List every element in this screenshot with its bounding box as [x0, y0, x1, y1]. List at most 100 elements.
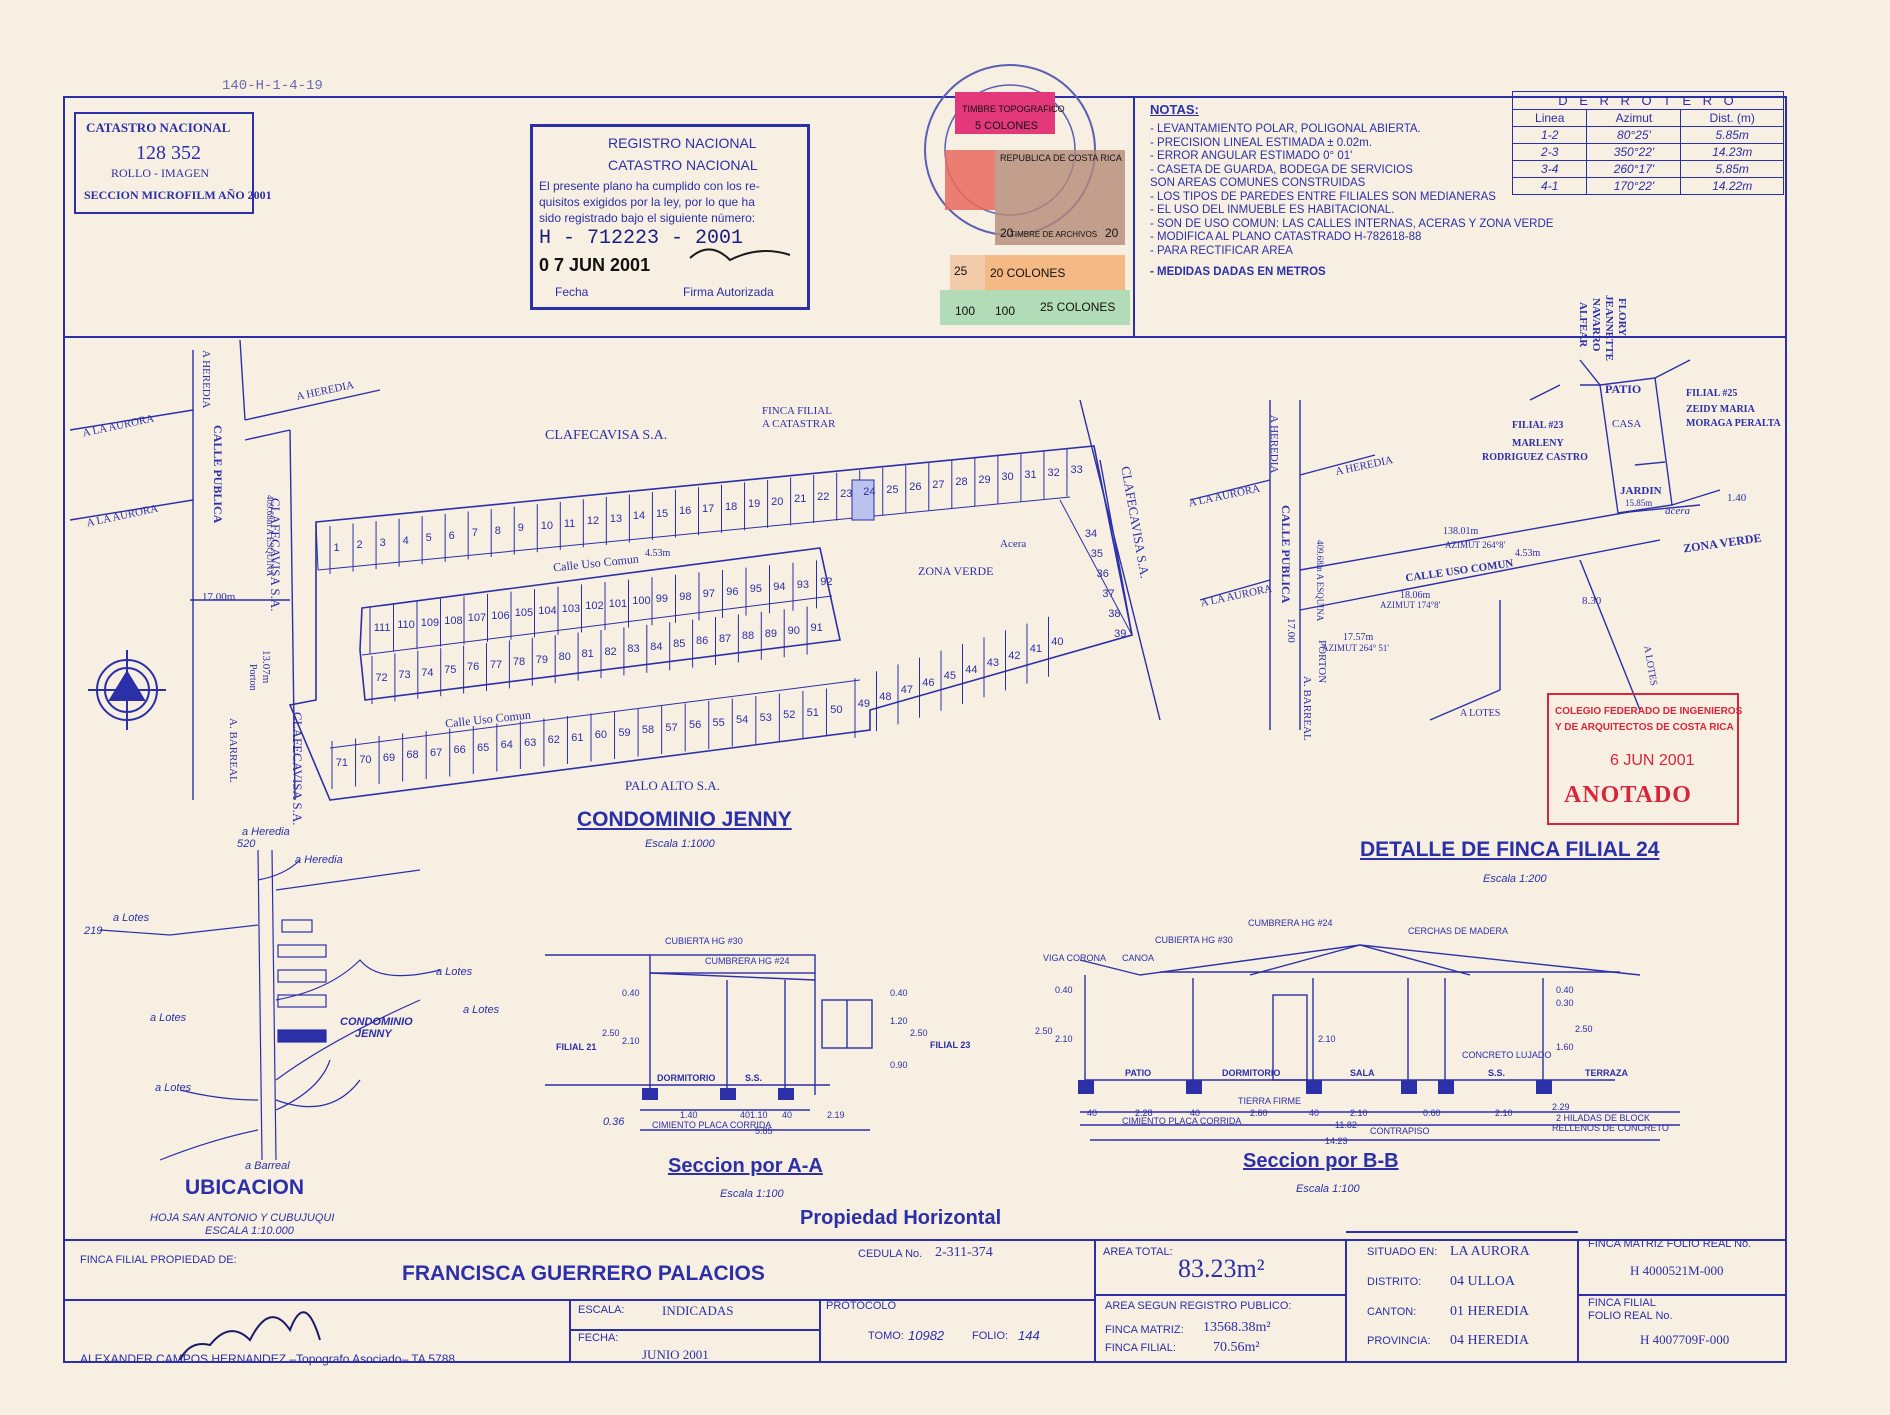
timbre-red	[945, 150, 995, 210]
registro-nacional-stamp: REGISTRO NACIONAL CATASTRO NACIONAL El p…	[530, 124, 810, 310]
lot-number: 39	[1114, 628, 1127, 640]
label-palo-alto: PALO ALTO S.A.	[625, 778, 720, 793]
lot-number: 58	[641, 724, 655, 737]
finca-filial-label: FINCA FILIAL PROPIEDAD DE:	[80, 1254, 237, 1266]
lot-number: 35	[1090, 548, 1103, 560]
lot-number: 17	[702, 503, 715, 515]
lot-number: 24	[863, 486, 876, 499]
lot-number: 97	[702, 588, 715, 601]
lot-number: 108	[444, 614, 463, 627]
lot-number: 12	[586, 515, 600, 528]
lot-number: 49	[857, 697, 870, 710]
lot-number: 56	[688, 719, 702, 732]
lot-number: 85	[673, 637, 686, 650]
finca-filial-24-highlight	[851, 479, 875, 521]
colegio-stamp: COLEGIO FEDERADO DE INGENIEROS	[1555, 706, 1743, 717]
label-clafecavisa-left2: CLAFECAVISA S.A.	[290, 712, 305, 826]
colegio-stamp-border	[1547, 693, 1739, 825]
lot-number: 72	[375, 671, 388, 684]
detalle-drawing	[1189, 359, 1721, 730]
lot-number: 20	[771, 495, 784, 508]
lot-number: 78	[512, 656, 526, 669]
lot-number: 59	[618, 726, 631, 739]
lot-number: 84	[650, 640, 663, 653]
derrotero-cell: 80°25'	[1586, 126, 1682, 144]
lot-number: 73	[398, 669, 411, 682]
derrotero-cell: 5.85m	[1680, 126, 1784, 144]
derrotero-cell: 260°17'	[1586, 160, 1682, 178]
derrotero-header: Dist. (m)	[1680, 109, 1784, 127]
lot-number: 47	[900, 684, 913, 696]
lot-number: 55	[712, 716, 725, 729]
derrotero-cell: 4-1	[1511, 177, 1588, 195]
lot-number: 40	[1051, 636, 1064, 649]
timbre-topografico	[955, 92, 1055, 134]
lot-number: 36	[1096, 568, 1109, 580]
lot-number: 31	[1024, 469, 1037, 482]
lot-number: 13	[609, 512, 623, 525]
lot-number: 18	[725, 500, 738, 513]
nota-item: - SON DE USO COMUN: LAS CALLES INTERNAS,…	[1150, 217, 1554, 230]
ubicacion-map	[99, 849, 441, 1161]
nota-item: - EL USO DEL INMUEBLE ES HABITACIONAL.	[1150, 204, 1395, 216]
lot-number: 63	[524, 736, 537, 749]
condominio-title: CONDOMINIO JENNY	[577, 808, 792, 831]
north-arrow-icon	[88, 650, 166, 730]
lot-number: 5	[425, 532, 432, 545]
derrotero-cell: 14.23m	[1680, 143, 1784, 161]
lot-number: 3	[379, 536, 386, 549]
lot-number: 1	[333, 541, 340, 554]
nota-item: SON AREAS COMUNES CONSTRUIDAS	[1150, 177, 1366, 189]
lot-number: 91	[810, 622, 823, 635]
derrotero-cell: 2-3	[1511, 143, 1588, 161]
timbre-archivos	[995, 150, 1125, 245]
derrotero-cell: 170°22'	[1586, 177, 1682, 195]
lot-number: 100	[632, 595, 651, 608]
lot-number: 61	[571, 731, 584, 744]
lot-number: 80	[558, 650, 571, 663]
lot-number: 26	[909, 481, 922, 494]
lot-number: 2	[356, 539, 363, 552]
lot-number: 34	[1084, 528, 1098, 540]
lot-number: 103	[561, 602, 581, 615]
derrotero-cell: 14.22m	[1680, 177, 1784, 195]
condominio-outline	[288, 445, 1133, 801]
lot-number: 53	[759, 711, 772, 724]
roads-left	[69, 339, 1161, 801]
seccion-a-footings	[642, 1088, 794, 1100]
lot-number: 105	[514, 607, 534, 620]
lot-number: 44	[965, 663, 978, 676]
lot-number: 99	[655, 593, 668, 605]
lot-number: 107	[467, 612, 487, 625]
catastro-microfilm-stamp: CATASTRO NACIONAL 128 352 ROLLO - IMAGEN…	[74, 112, 272, 214]
lot-number: 82	[604, 645, 617, 658]
nota-item-medidas: - MEDIDAS DADAS EN METROS	[1150, 266, 1326, 278]
lot-number: 50	[830, 704, 843, 717]
lot-number: 11	[563, 517, 576, 530]
detalle-title: DETALLE DE FINCA FILIAL 24	[1360, 838, 1660, 861]
lot-number: 19	[748, 498, 761, 511]
seccion-b-drawing	[1079, 944, 1680, 1141]
propiedad-horizontal-title: Propiedad Horizontal	[800, 1207, 1002, 1229]
lot-number: 7	[471, 527, 478, 540]
lot-number: 25	[886, 483, 899, 496]
lot-number: 48	[879, 690, 892, 703]
timbre-20-colones	[985, 255, 1125, 290]
lot-number: 38	[1108, 608, 1121, 620]
area-total-value: 83.23m²	[1178, 1254, 1265, 1283]
lot-number: 89	[764, 627, 777, 640]
lot-number: 81	[581, 648, 594, 661]
lot-number: 110	[397, 619, 415, 632]
lot-number: 30	[1001, 471, 1014, 484]
lot-number: 111	[373, 621, 391, 634]
derrotero-cell: 1-2	[1511, 126, 1588, 144]
lot-number: 83	[627, 643, 640, 656]
derrotero-header: Azimut	[1586, 109, 1682, 127]
lot-number: 16	[678, 505, 692, 518]
lot-number: 8	[494, 524, 501, 537]
lot-number: 15	[655, 507, 669, 520]
nota-item: - CASETA DE GUARDA, BODEGA DE SERVICIOS	[1150, 163, 1413, 176]
